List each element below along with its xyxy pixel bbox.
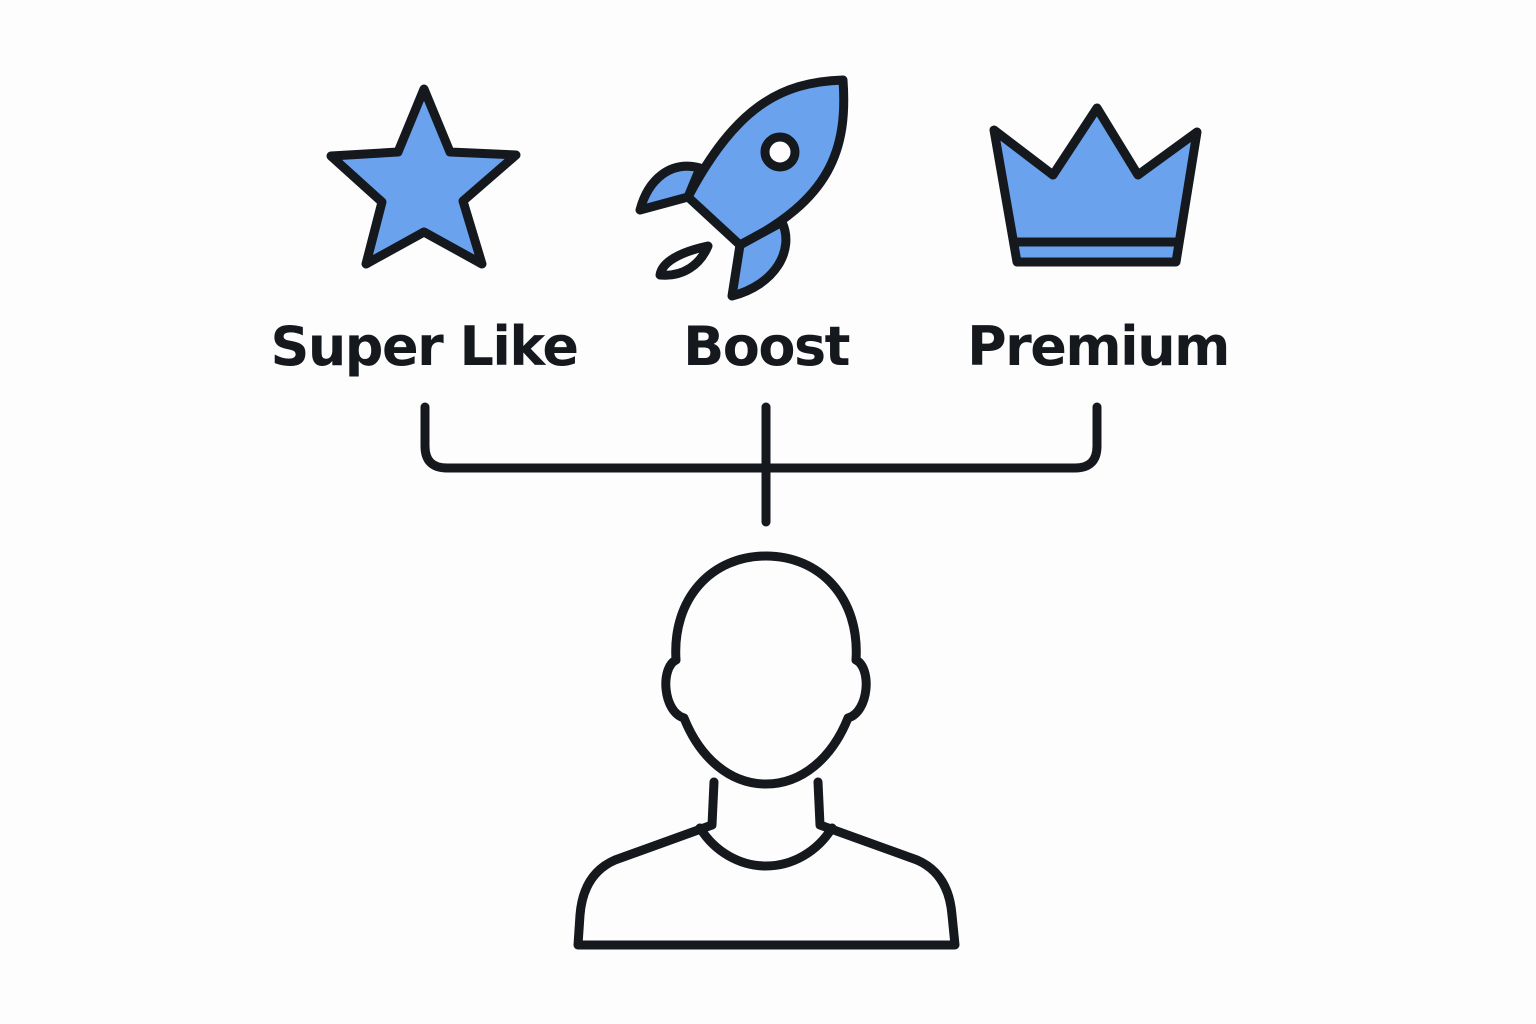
rocket-icon	[635, 75, 849, 301]
option-label-super-like: Super Like	[270, 315, 577, 378]
bracket-connector	[420, 402, 1102, 527]
option-label-boost: Boost	[683, 315, 849, 378]
user-icon	[573, 551, 960, 950]
crown-icon	[989, 103, 1202, 267]
option-label-premium: Premium	[967, 315, 1229, 378]
star-icon	[326, 84, 521, 269]
